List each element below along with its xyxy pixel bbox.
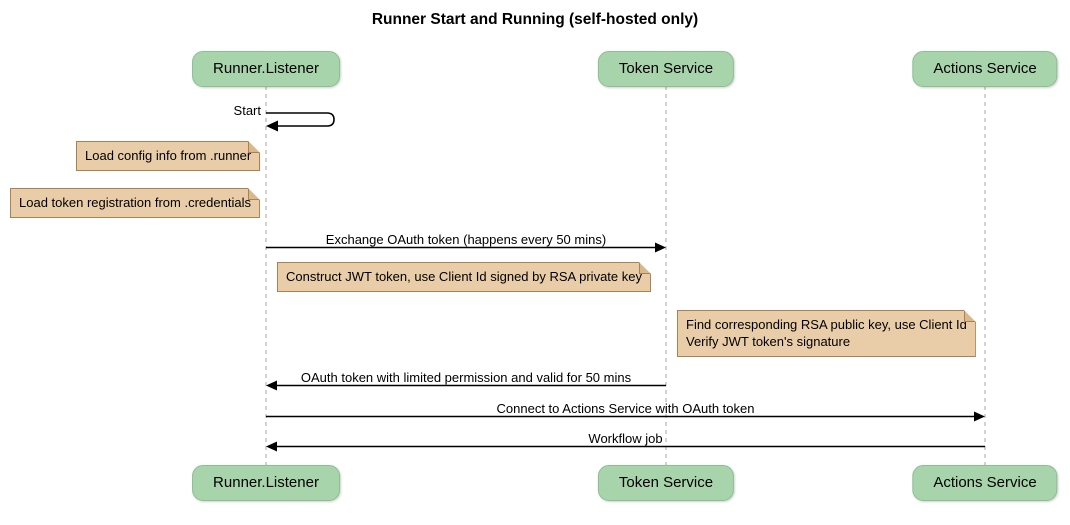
- message-label-start: Start: [233, 103, 261, 118]
- message-arrowhead-exchange: [655, 242, 666, 253]
- note-load-config: Load config info from .runner: [76, 141, 260, 171]
- self-message-arrowhead-start: [266, 120, 278, 132]
- diagram-title: Runner Start and Running (self-hosted on…: [371, 11, 699, 28]
- participant-token-service-top: Token Service: [597, 51, 735, 87]
- message-arrowhead-oauth-return: [266, 380, 277, 391]
- participant-runner-listener-bottom: Runner.Listener: [192, 465, 340, 501]
- message-label-workflow: Workflow job: [588, 431, 663, 446]
- note-construct-jwt: Construct JWT token, use Client Id signe…: [277, 262, 651, 292]
- note-find-rsa-key-line2: Verify JWT token's signature: [686, 334, 851, 349]
- message-arrowhead-workflow: [266, 441, 277, 452]
- note-find-rsa-key-line1: Find corresponding RSA public key, use C…: [686, 317, 967, 332]
- message-label-connect: Connect to Actions Service with OAuth to…: [496, 401, 755, 416]
- self-message-line-start: [266, 112, 335, 127]
- note-find-rsa-key: Find corresponding RSA public key, use C…: [677, 310, 976, 357]
- participant-actions-service-bottom: Actions Service: [912, 465, 1058, 501]
- message-label-oauth-return: OAuth token with limited permission and …: [300, 370, 632, 385]
- participant-actions-service-top: Actions Service: [912, 51, 1058, 87]
- participant-token-service-bottom: Token Service: [597, 465, 735, 501]
- participant-runner-listener-top: Runner.Listener: [192, 51, 340, 87]
- note-load-token-registration: Load token registration from .credential…: [10, 188, 260, 218]
- message-label-exchange: Exchange OAuth token (happens every 50 m…: [325, 232, 607, 247]
- message-arrowhead-connect: [974, 411, 985, 422]
